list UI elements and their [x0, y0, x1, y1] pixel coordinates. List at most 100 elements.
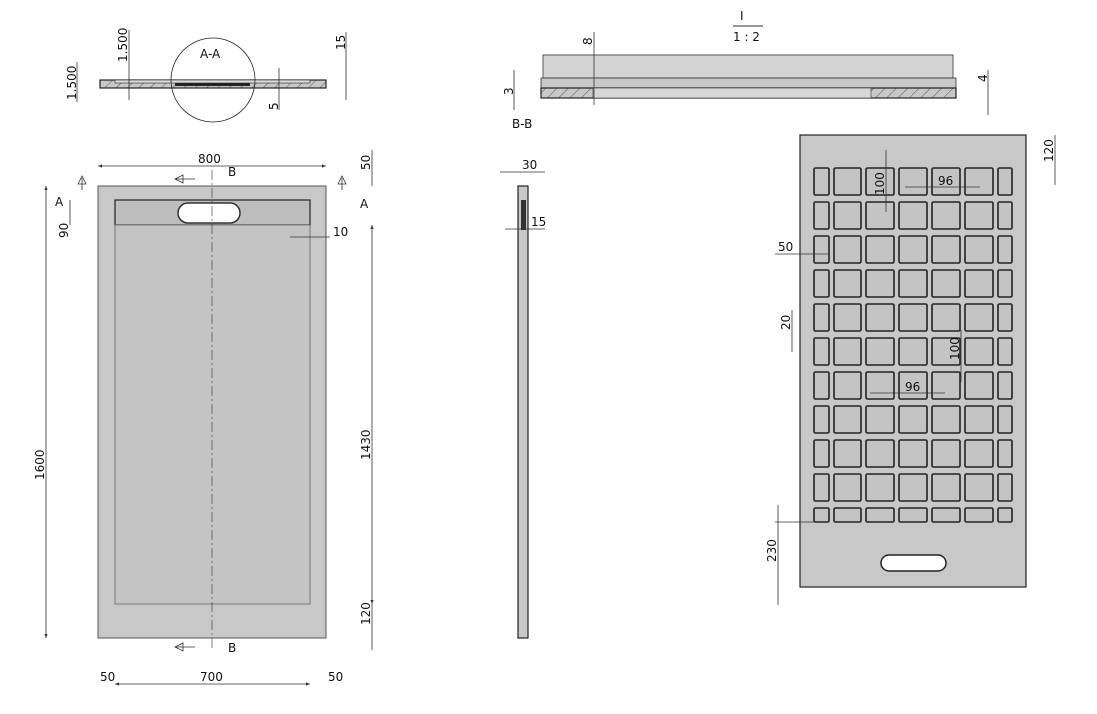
grid-cell: [997, 473, 1013, 502]
grid-cell: [813, 235, 830, 264]
grid-cell: [898, 439, 928, 468]
side-profile: [517, 185, 529, 639]
grid-cell: [964, 507, 994, 523]
grid-cell: [964, 473, 994, 502]
dim-edge: 50: [778, 240, 793, 254]
grid-cell: [813, 439, 830, 468]
dim-height: 1600: [33, 449, 47, 480]
tray-surface: [114, 224, 311, 605]
grid-cell: [813, 201, 830, 230]
rib-grid: [813, 167, 1013, 523]
view-scale: 1 : 2: [733, 30, 760, 44]
dim-cell-w: 96: [938, 174, 953, 188]
dim-right-margin: 50: [328, 670, 343, 684]
grid-cell: [833, 303, 862, 332]
grid-cell: [865, 439, 895, 468]
dim-side-1: 30: [522, 158, 537, 172]
bottom-view: 120 100 96 50 20 100 96 230: [765, 134, 1056, 605]
grid-cell: [833, 235, 862, 264]
grid-cell: [865, 269, 895, 298]
dim-inner-width: 700: [200, 670, 223, 684]
detail-circle: [170, 37, 256, 123]
grid-cell: [931, 371, 961, 400]
grid-cell: [898, 201, 928, 230]
section-b-b-label: B-B: [512, 117, 532, 131]
grid-cell: [964, 371, 994, 400]
top-view: 800 700 50 50 1600 1430 50 90 120 10 A A…: [33, 150, 374, 686]
grid-cell: [997, 371, 1013, 400]
dim-bottom: 230: [765, 539, 779, 562]
dim-aa-1: 1.500: [116, 28, 130, 62]
dim-aa-2: 1.500: [65, 66, 79, 100]
side-view: 30 15: [500, 158, 546, 639]
grid-cell: [865, 473, 895, 502]
grid-cell: [813, 507, 830, 523]
grid-cell: [898, 269, 928, 298]
grid-cell: [964, 303, 994, 332]
grid-cell: [931, 337, 961, 366]
grid-cell: [931, 235, 961, 264]
drain-grate: [177, 202, 241, 224]
grid-cell: [833, 167, 862, 196]
dim-rim: 10: [333, 225, 348, 239]
grid-cell: [813, 269, 830, 298]
dim-width: 800: [198, 152, 221, 166]
grid-cell: [865, 371, 895, 400]
dim-cell-h: 100: [873, 172, 887, 195]
grid-cell: [813, 337, 830, 366]
grid-cell: [931, 473, 961, 502]
dim-aa-4: 5: [267, 102, 281, 110]
grid-cell: [997, 201, 1013, 230]
grid-cell: [997, 167, 1013, 196]
dim-bottom-margin: 120: [359, 602, 373, 625]
grid-cell: [964, 167, 994, 196]
dim-cell-w2: 96: [905, 380, 920, 394]
grid-cell: [865, 507, 895, 523]
dim-bb-2: 3: [502, 87, 516, 95]
grid-cell: [833, 269, 862, 298]
section-mark-b-top: B: [228, 165, 236, 179]
grid-cell: [813, 167, 830, 196]
grid-cell: [997, 507, 1013, 523]
section-a-a-drain: [175, 83, 250, 86]
dim-left-margin: 50: [100, 670, 115, 684]
grid-cell: [833, 201, 862, 230]
grid-cell: [865, 405, 895, 434]
dim-top-margin: 50: [359, 155, 373, 170]
grid-cell: [997, 269, 1013, 298]
grid-cell: [865, 303, 895, 332]
dim-inner-height: 1430: [359, 429, 373, 460]
grid-cell: [898, 167, 928, 196]
grid-cell: [997, 303, 1013, 332]
grid-cell: [898, 507, 928, 523]
grid-cell: [997, 439, 1013, 468]
section-b-b-lid: [542, 54, 954, 79]
grid-cell: [865, 337, 895, 366]
dim-side-2: 15: [531, 215, 546, 229]
grid-cell: [964, 269, 994, 298]
grid-cell: [997, 337, 1013, 366]
grid-cell: [964, 201, 994, 230]
view-label: I: [740, 9, 744, 23]
grid-cell: [898, 405, 928, 434]
grid-cell: [931, 303, 961, 332]
grid-cell: [813, 371, 830, 400]
grid-cell: [898, 235, 928, 264]
dim-aa-3: 15: [334, 35, 348, 50]
grid-cell: [931, 201, 961, 230]
grid-cell: [997, 235, 1013, 264]
grid-cell: [898, 337, 928, 366]
grid-cell: [964, 337, 994, 366]
grid-cell: [898, 371, 928, 400]
grid-cell: [833, 371, 862, 400]
grid-cell: [833, 507, 862, 523]
grid-cell: [931, 269, 961, 298]
dim-channel: 90: [57, 223, 71, 238]
grid-cell: [833, 473, 862, 502]
grid-cell: [833, 439, 862, 468]
grid-cell: [898, 303, 928, 332]
section-mark-b-bottom: B: [228, 641, 236, 655]
grid-cell: [833, 337, 862, 366]
dim-gap: 20: [779, 315, 793, 330]
